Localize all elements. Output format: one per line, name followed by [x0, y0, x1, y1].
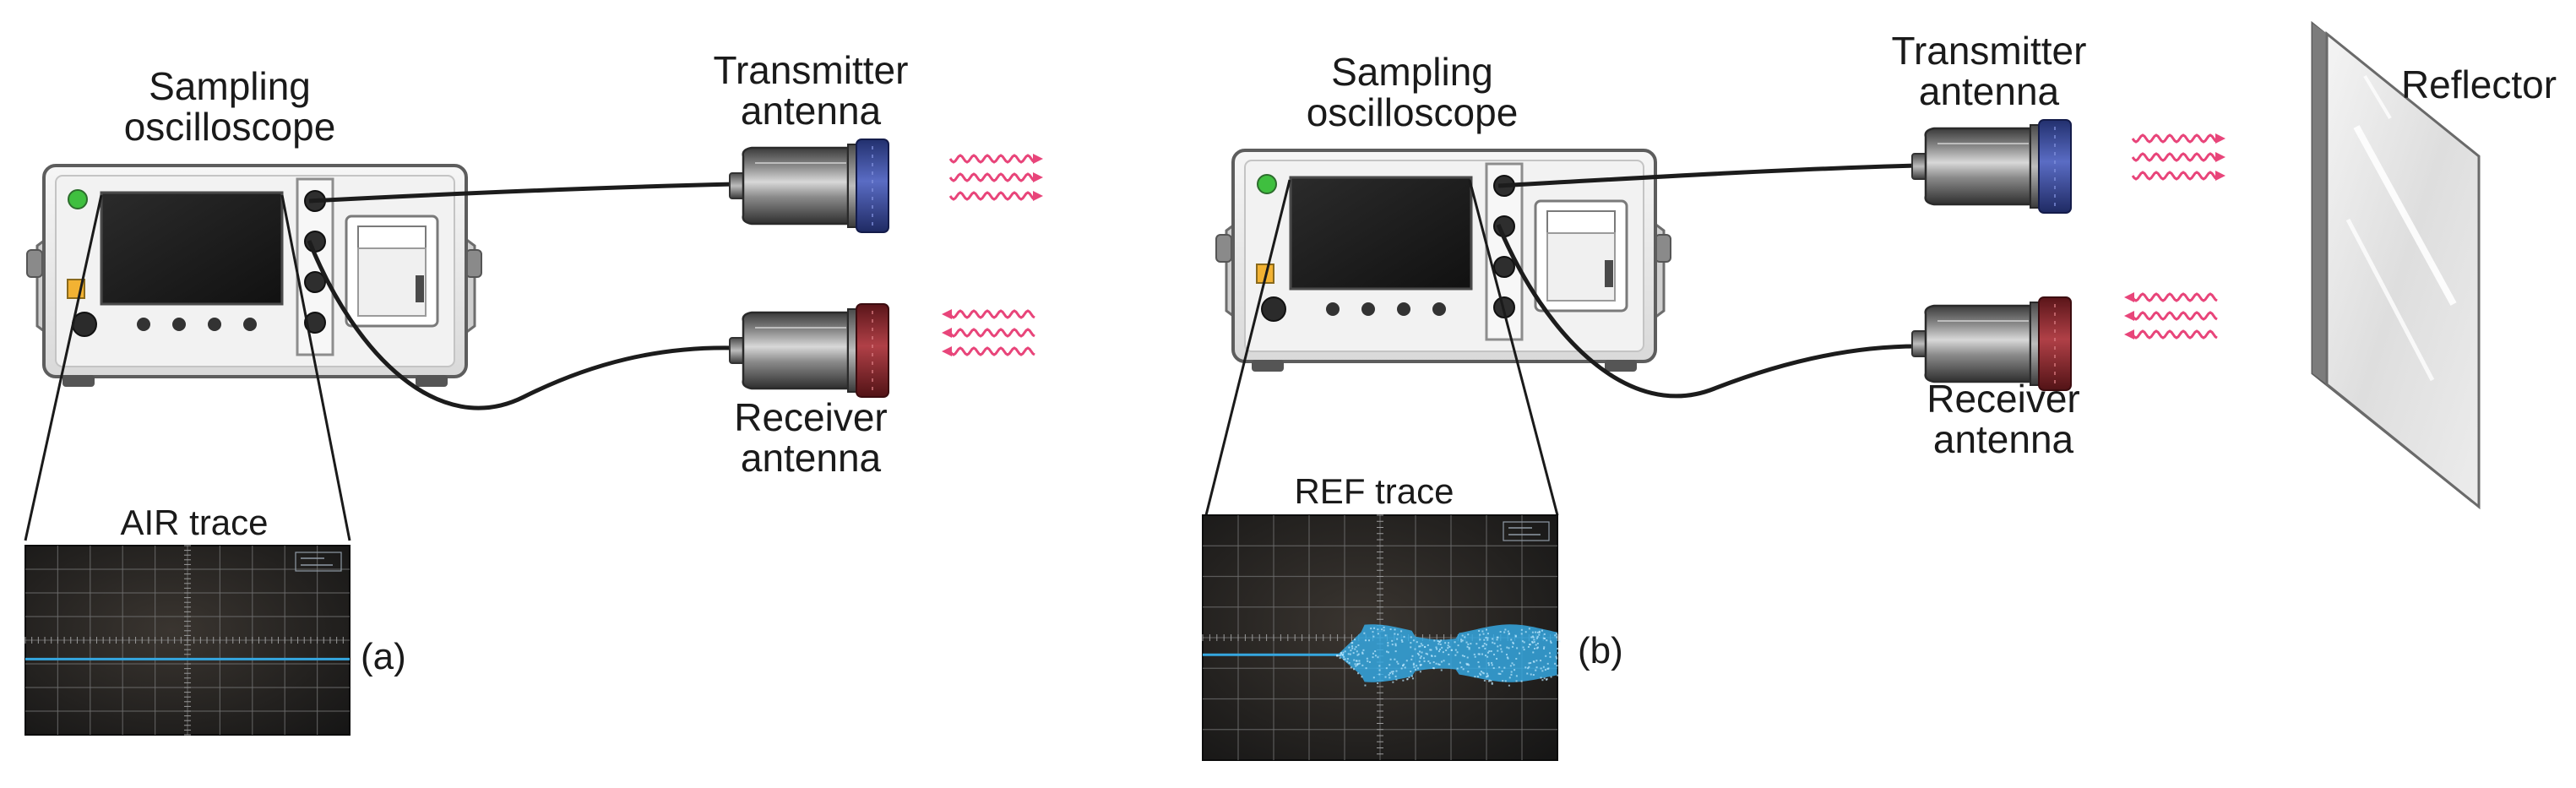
wave-line	[2133, 172, 2217, 179]
wave-line	[950, 329, 1035, 336]
trace-title-b: REF trace	[1294, 471, 1454, 511]
transmitter-antenna-a	[730, 139, 889, 232]
wave-line	[2133, 154, 2217, 160]
wave-arrowhead	[2124, 292, 2134, 302]
receiver-label-b-line1: Receiver	[1927, 377, 2080, 421]
wave-icon	[942, 309, 1035, 356]
oscilloscope-label-a-line2: oscilloscope	[124, 105, 336, 149]
wave-icon	[2124, 292, 2217, 340]
oscilloscope-label-b-line2: oscilloscope	[1307, 90, 1519, 134]
wave-arrowhead	[1033, 154, 1043, 164]
wave-arrowhead	[2215, 152, 2225, 162]
oscilloscope-icon	[27, 166, 481, 387]
panel-a: Sampling oscilloscope Transmitter antenn…	[25, 48, 1043, 735]
trace-title-a: AIR trace	[120, 503, 268, 542]
wave-line	[2133, 135, 2217, 142]
receiver-label-a-line1: Receiver	[734, 395, 888, 439]
oscilloscope-icon	[1216, 150, 1671, 372]
transmitter-label-b-line2: antenna	[1919, 69, 2060, 113]
wave-icon	[950, 154, 1043, 201]
antenna-icon	[1912, 125, 2039, 208]
receiver-band	[856, 304, 889, 397]
transmitter-antenna-b	[1912, 120, 2071, 213]
wave-arrowhead	[1033, 191, 1043, 201]
wave-arrowhead	[1033, 172, 1043, 182]
wave-arrowhead	[942, 309, 952, 319]
wave-line	[2133, 294, 2217, 301]
wave-arrowhead	[2215, 133, 2225, 144]
wave-arrowhead	[942, 346, 952, 356]
wave-line	[2133, 331, 2217, 338]
receiver-label-b-line2: antenna	[1933, 417, 2074, 461]
transmitter-label-a-line2: antenna	[741, 89, 882, 133]
wave-arrowhead	[2124, 329, 2134, 340]
receiver-label-a-line2: antenna	[741, 436, 882, 480]
wave-arrowhead	[2215, 171, 2225, 181]
wave-line	[950, 348, 1035, 355]
wave-line	[950, 174, 1035, 181]
oscilloscope-label-b-line1: Sampling	[1331, 50, 1493, 94]
wave-line	[950, 155, 1035, 162]
transmitter-label-b-line1: Transmitter	[1892, 29, 2087, 73]
air-trace-screen	[25, 546, 350, 735]
wave-line	[950, 193, 1035, 199]
transmitter-label-a-line1: Transmitter	[714, 48, 909, 92]
antenna-icon	[730, 144, 856, 227]
wave-arrowhead	[2124, 311, 2134, 321]
receiver-antenna-a	[730, 304, 889, 397]
wave-arrowhead	[942, 328, 952, 338]
panel-letter-b: (b)	[1578, 630, 1623, 671]
ref-trace-screen	[1203, 515, 1560, 760]
panel-b: Sampling oscilloscope Transmitter antenn…	[1203, 24, 2557, 760]
wave-line	[2133, 312, 2217, 319]
antenna-icon	[730, 309, 856, 392]
antenna-icon	[1912, 302, 2039, 385]
wave-line	[950, 311, 1035, 318]
oscilloscope-label-a-line1: Sampling	[149, 64, 311, 108]
wave-icon	[2133, 133, 2225, 181]
reflector-label: Reflector	[2401, 62, 2557, 106]
transmitter-band	[2039, 120, 2071, 213]
panel-letter-a: (a)	[361, 636, 406, 677]
transmitter-band	[856, 139, 889, 232]
